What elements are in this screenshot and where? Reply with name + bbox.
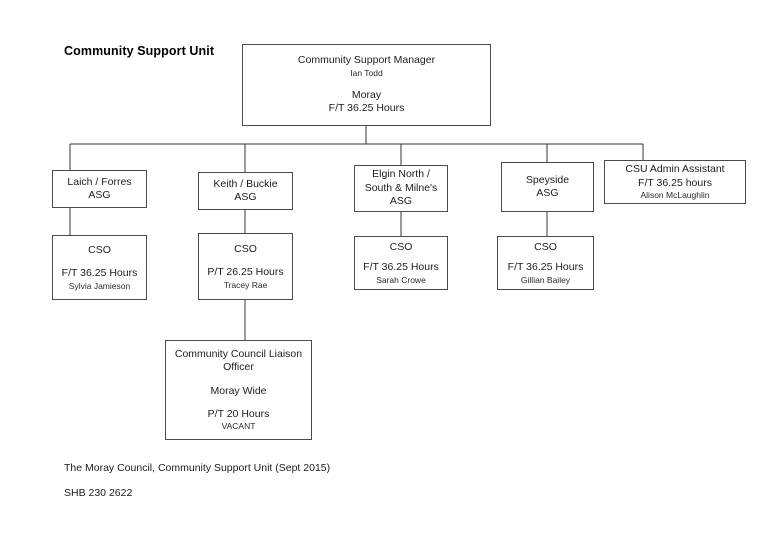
node-asg-laich-forres[interactable]: Laich / Forres ASG [52,170,147,208]
cso-speyside-hours: F/T 36.25 Hours [507,261,584,274]
manager-role: Community Support Manager [297,54,436,67]
liaison-area: Moray Wide [210,384,267,397]
page-title: Community Support Unit [64,44,215,58]
cso-laich-hours: F/T 36.25 Hours [61,267,138,280]
manager-name: Ian Todd [350,67,383,78]
liaison-name: VACANT [221,421,256,432]
node-community-support-manager[interactable]: Community Support Manager Ian Todd Moray… [242,44,491,126]
node-cso-laich[interactable]: CSO F/T 36.25 Hours Sylvia Jamieson [52,235,147,300]
node-cso-elgin[interactable]: CSO F/T 36.25 Hours Sarah Crowe [354,236,448,290]
liaison-hours: P/T 20 Hours [207,408,270,420]
admin-hours: F/T 36.25 hours [638,176,712,189]
asg-speyside-title: Speyside ASG [525,173,570,199]
cso-laich-role: CSO [88,243,111,256]
cso-keith-role: CSO [234,242,257,255]
node-asg-elgin[interactable]: Elgin North / South & Milne's ASG [354,165,448,212]
liaison-role: Community Council Liaison Officer [174,347,303,374]
manager-area: Moray [351,88,382,101]
cso-laich-name: Sylvia Jamieson [68,280,131,291]
admin-name: Alison McLaughlin [640,190,710,200]
cso-elgin-hours: F/T 36.25 Hours [363,261,439,274]
admin-role: CSU Admin Assistant [625,163,725,176]
cso-keith-hours: P/T 26.25 Hours [207,266,284,279]
asg-laich-title: Laich / Forres ASG [67,175,132,201]
cso-speyside-name: Gillian Bailey [520,274,571,285]
node-cso-keith[interactable]: CSO P/T 26.25 Hours Tracey Rae [198,233,293,300]
footer-source: The Moray Council, Community Support Uni… [64,462,331,474]
node-csu-admin-assistant[interactable]: CSU Admin Assistant F/T 36.25 hours Alis… [604,160,746,204]
asg-keith-title: Keith / Buckie ASG [213,177,278,203]
cso-keith-name: Tracey Rae [223,279,268,290]
cso-speyside-role: CSO [534,240,557,253]
footer-reference: SHB 230 2622 [64,487,133,499]
node-cso-speyside[interactable]: CSO F/T 36.25 Hours Gillian Bailey [497,236,594,290]
node-asg-keith-buckie[interactable]: Keith / Buckie ASG [198,172,293,210]
cso-elgin-name: Sarah Crowe [376,274,426,285]
node-community-council-liaison-officer[interactable]: Community Council Liaison Officer Moray … [165,340,312,440]
cso-elgin-role: CSO [389,240,413,253]
manager-hours: F/T 36.25 Hours [328,102,405,115]
asg-elgin-title: Elgin North / South & Milne's ASG [364,168,438,208]
node-asg-speyside[interactable]: Speyside ASG [501,162,594,212]
